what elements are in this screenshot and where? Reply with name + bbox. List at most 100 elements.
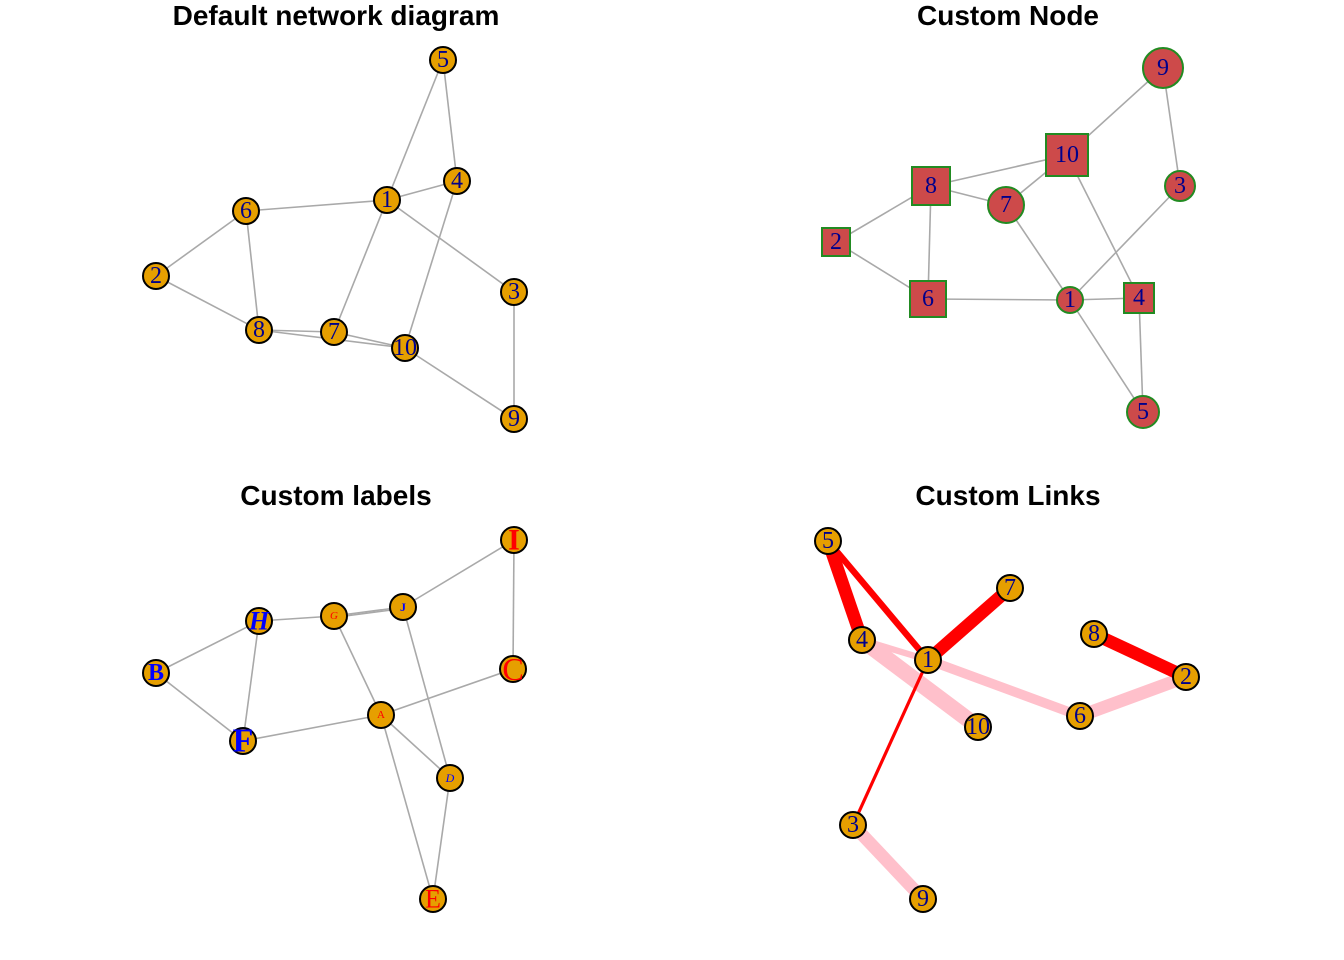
node-label: 10 — [966, 714, 990, 740]
edge-5-4 — [442, 59, 458, 182]
node-label: 6 — [240, 198, 252, 224]
node-square — [1045, 133, 1089, 177]
node-G: G — [320, 602, 348, 630]
node-3: 3 — [1164, 170, 1196, 202]
node-circle — [1164, 170, 1196, 202]
network-graph: 1 2 3 4 5 6 7 8 9 10 — [814, 527, 1200, 913]
node-circle — [996, 574, 1024, 602]
nodes: 1 2 3 4 5 6 7 8 9 10 — [821, 47, 1196, 429]
node-9: 9 — [1142, 47, 1184, 89]
node-label: 5 — [822, 528, 834, 554]
node-3: 3 — [500, 278, 528, 306]
node-square — [911, 166, 951, 206]
node-label: 8 — [1088, 621, 1100, 647]
node-C: C — [499, 651, 527, 687]
node-label: 7 — [1000, 192, 1012, 218]
node-circle — [499, 655, 527, 683]
node-circle — [245, 607, 273, 635]
node-square — [821, 227, 851, 257]
node-label: 9 — [917, 886, 929, 912]
node-A: A — [367, 701, 395, 729]
node-label: 3 — [508, 279, 520, 305]
node-circle — [229, 727, 257, 755]
edge-6-1 — [927, 298, 1071, 301]
node-10: 10 — [964, 713, 992, 741]
node-label: C — [502, 651, 523, 687]
edge-A-F — [242, 714, 382, 742]
node-label: 2 — [150, 263, 162, 289]
node-circle — [429, 46, 457, 74]
node-H: H — [245, 607, 273, 636]
node-circle — [436, 764, 464, 792]
edge-H-F — [242, 620, 260, 742]
node-label: 5 — [437, 47, 449, 73]
edge-5-1 — [825, 538, 931, 663]
node-I: I — [500, 524, 528, 557]
node-2: 2 — [1172, 663, 1200, 691]
node-label: 4 — [856, 627, 868, 653]
nodes: 1 2 3 4 5 6 7 8 9 10 — [814, 527, 1200, 913]
node-label: 2 — [1180, 664, 1192, 690]
node-1: 1 — [1056, 286, 1084, 314]
node-circle — [232, 197, 260, 225]
node-10: 10 — [391, 334, 419, 362]
node-label: 1 — [1064, 287, 1076, 313]
node-circle — [500, 405, 528, 433]
node-label: D — [445, 771, 455, 785]
node-label: 2 — [830, 229, 842, 255]
node-circle — [909, 885, 937, 913]
node-2: 2 — [821, 227, 851, 257]
edge-B-F — [155, 672, 244, 742]
panel-title: Custom labels — [240, 480, 432, 511]
node-label: B — [148, 660, 164, 686]
node-8: 8 — [911, 166, 951, 206]
panel-custom-links: Custom Links 1 2 3 4 5 6 7 8 9 10 — [672, 480, 1344, 960]
panel-title: Custom Links — [915, 480, 1101, 511]
node-label: I — [508, 524, 520, 557]
edge-4-10 — [404, 180, 458, 349]
node-label: 6 — [922, 286, 934, 312]
node-circle — [142, 262, 170, 290]
node-circle — [245, 316, 273, 344]
node-8: 8 — [1080, 620, 1108, 648]
node-label: 3 — [847, 812, 859, 838]
node-label: 9 — [1157, 55, 1169, 81]
edge-6-2 — [1077, 670, 1189, 723]
node-5: 5 — [1126, 395, 1160, 429]
node-label: 4 — [451, 168, 463, 194]
node-6: 6 — [909, 280, 947, 318]
edge-1-7 — [923, 583, 1015, 665]
node-label: 1 — [922, 647, 934, 673]
node-circle — [964, 713, 992, 741]
panel-title: Custom Node — [917, 0, 1099, 31]
edge-I-C — [512, 539, 515, 670]
node-circle — [848, 626, 876, 654]
edge-8-2 — [1091, 628, 1189, 683]
edges — [835, 67, 1181, 413]
node-label: 5 — [1137, 399, 1149, 425]
edge-A-G — [333, 615, 382, 716]
node-10: 10 — [1045, 133, 1089, 177]
node-6: 6 — [1066, 702, 1094, 730]
node-E: E — [419, 885, 447, 914]
node-9: 9 — [909, 885, 937, 913]
edge-1-7 — [333, 199, 388, 333]
node-label: E — [425, 885, 441, 914]
node-5: 5 — [429, 46, 457, 74]
node-7: 7 — [987, 186, 1025, 224]
node-3: 3 — [839, 811, 867, 839]
node-label: 7 — [328, 319, 340, 345]
edge-8-10 — [930, 154, 1068, 187]
node-2: 2 — [142, 262, 170, 290]
edge-D-E — [432, 777, 451, 900]
node-label: 6 — [1074, 703, 1086, 729]
node-B: B — [142, 659, 170, 687]
node-label: 7 — [1004, 575, 1016, 601]
node-7: 7 — [320, 318, 348, 346]
edge-6-2 — [155, 210, 247, 277]
edge-A-D — [380, 714, 451, 779]
node-4: 4 — [1123, 282, 1155, 314]
